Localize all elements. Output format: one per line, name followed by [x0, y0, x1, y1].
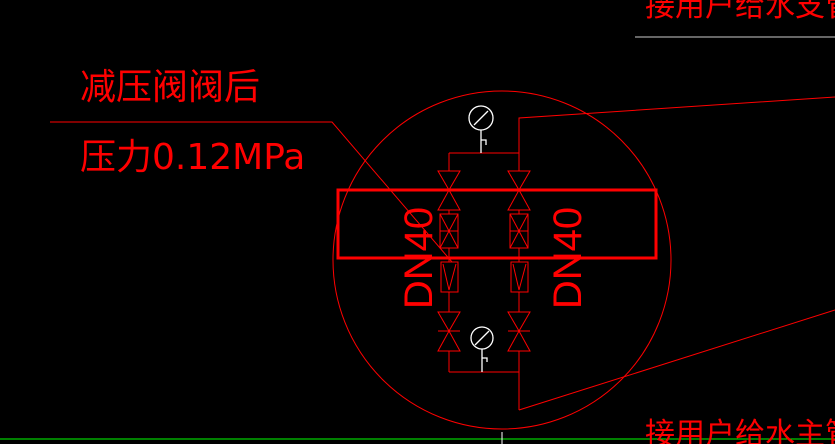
- gate-valve-top-right: [507, 170, 531, 211]
- check-valve-right: [510, 261, 529, 293]
- highlight-box[interactable]: [336, 188, 658, 260]
- pressure-gauge-top-icon: [468, 105, 494, 153]
- label-branch-pipe: 接用户给水支管: [645, 0, 835, 24]
- leader-line: [50, 121, 453, 263]
- label-pressure: 压力0.12MPa: [80, 137, 306, 178]
- detail-circle: [332, 90, 672, 430]
- gate-valve-bottom-right: [507, 311, 531, 352]
- label-dn-left: DN40: [397, 206, 442, 310]
- filter-right: [509, 213, 529, 249]
- gate-valve-top-left: [437, 170, 461, 211]
- main-inlet-pipe: [518, 309, 835, 411]
- check-valve-left: [440, 261, 459, 293]
- pressure-gauge-bottom-icon: [470, 326, 494, 372]
- branch-outlet-pipe: [518, 96, 835, 153]
- label-after-valve: 减压阀阀后: [80, 67, 261, 108]
- gate-valve-bottom-left: [437, 311, 461, 352]
- label-main-pipe: 接用户给水主管: [645, 417, 835, 444]
- filter-left: [439, 213, 459, 249]
- label-dn-right: DN40: [546, 206, 591, 310]
